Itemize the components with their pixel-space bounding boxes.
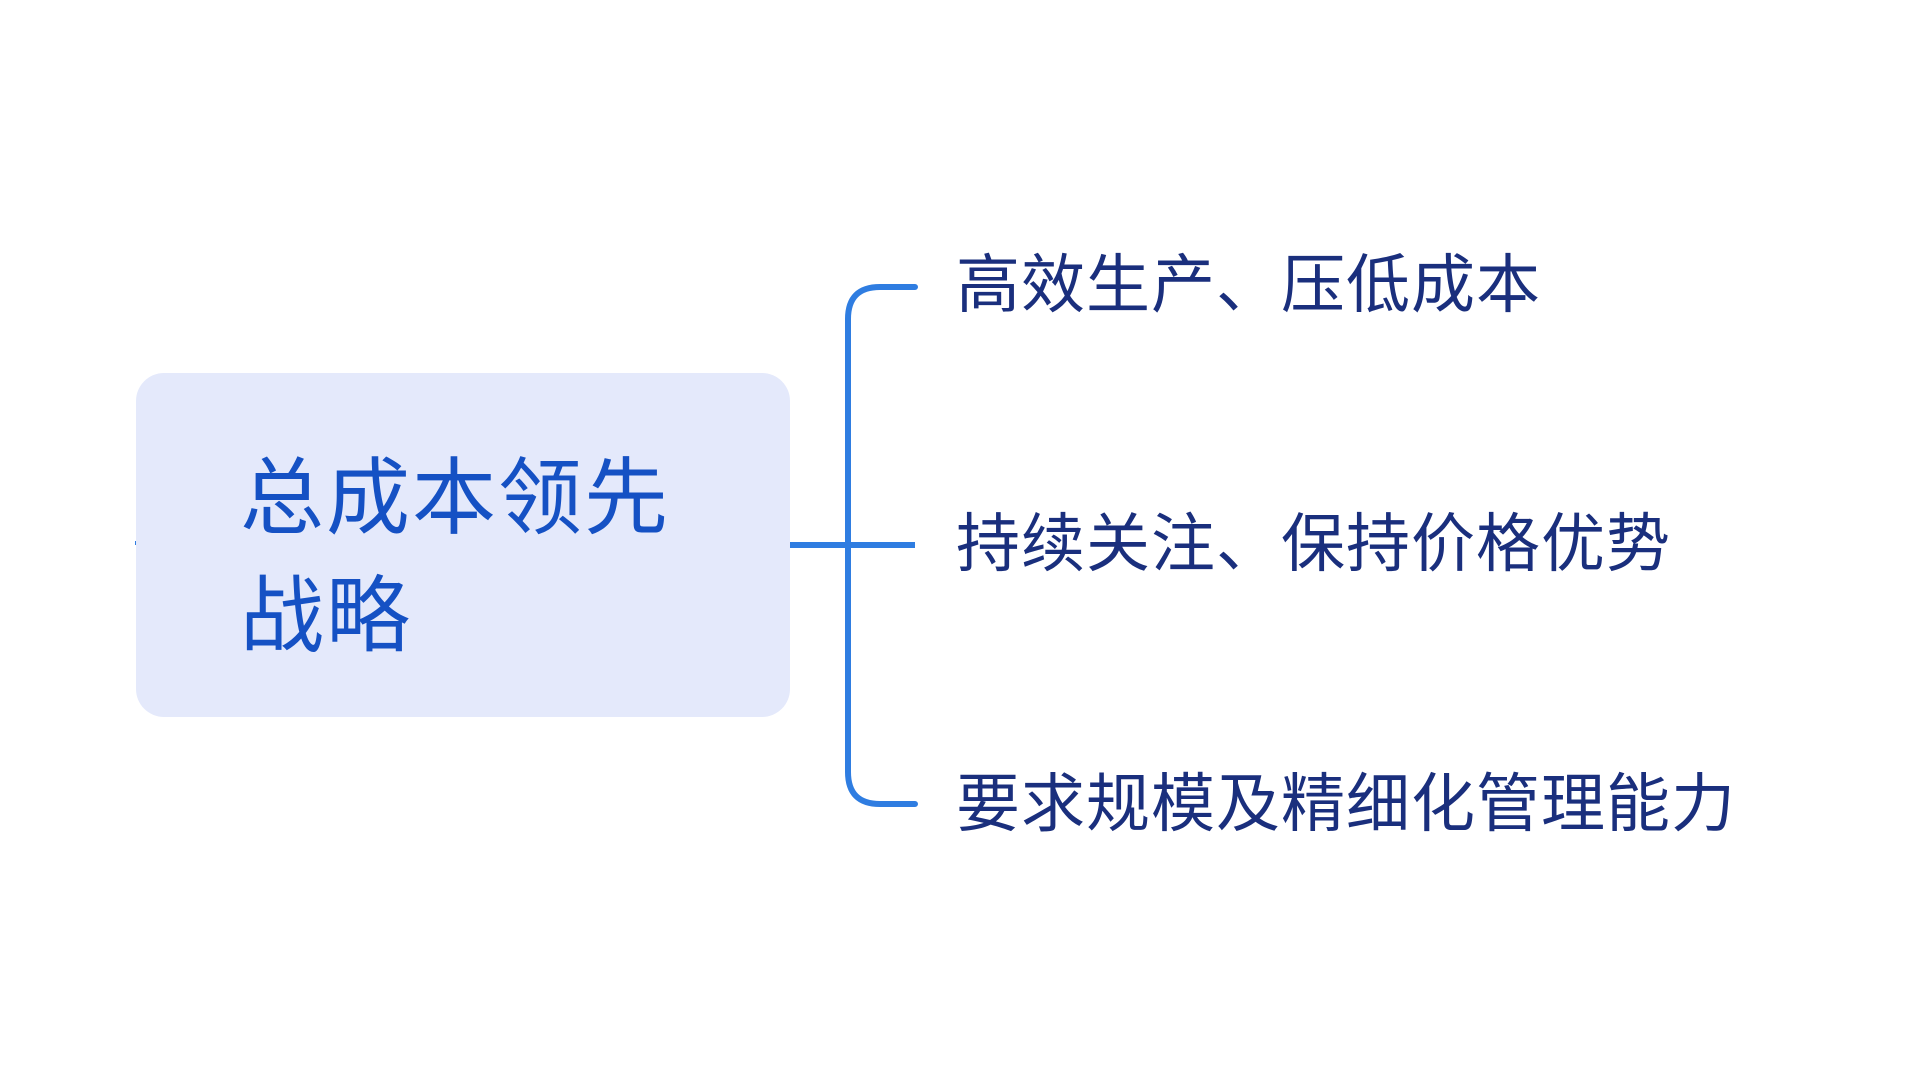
branch-topic-scale-management[interactable]: 要求规模及精细化管理能力 <box>956 768 1736 842</box>
root-topic-label: 总成本领先战略 <box>240 449 671 665</box>
root-topic-node[interactable]: 总成本领先战略 <box>136 373 790 717</box>
branch-topic-price-advantage[interactable]: 持续关注、保持价格优势 <box>956 508 1671 582</box>
branch-topic-efficient-production[interactable]: 高效生产、压低成本 <box>956 249 1541 323</box>
